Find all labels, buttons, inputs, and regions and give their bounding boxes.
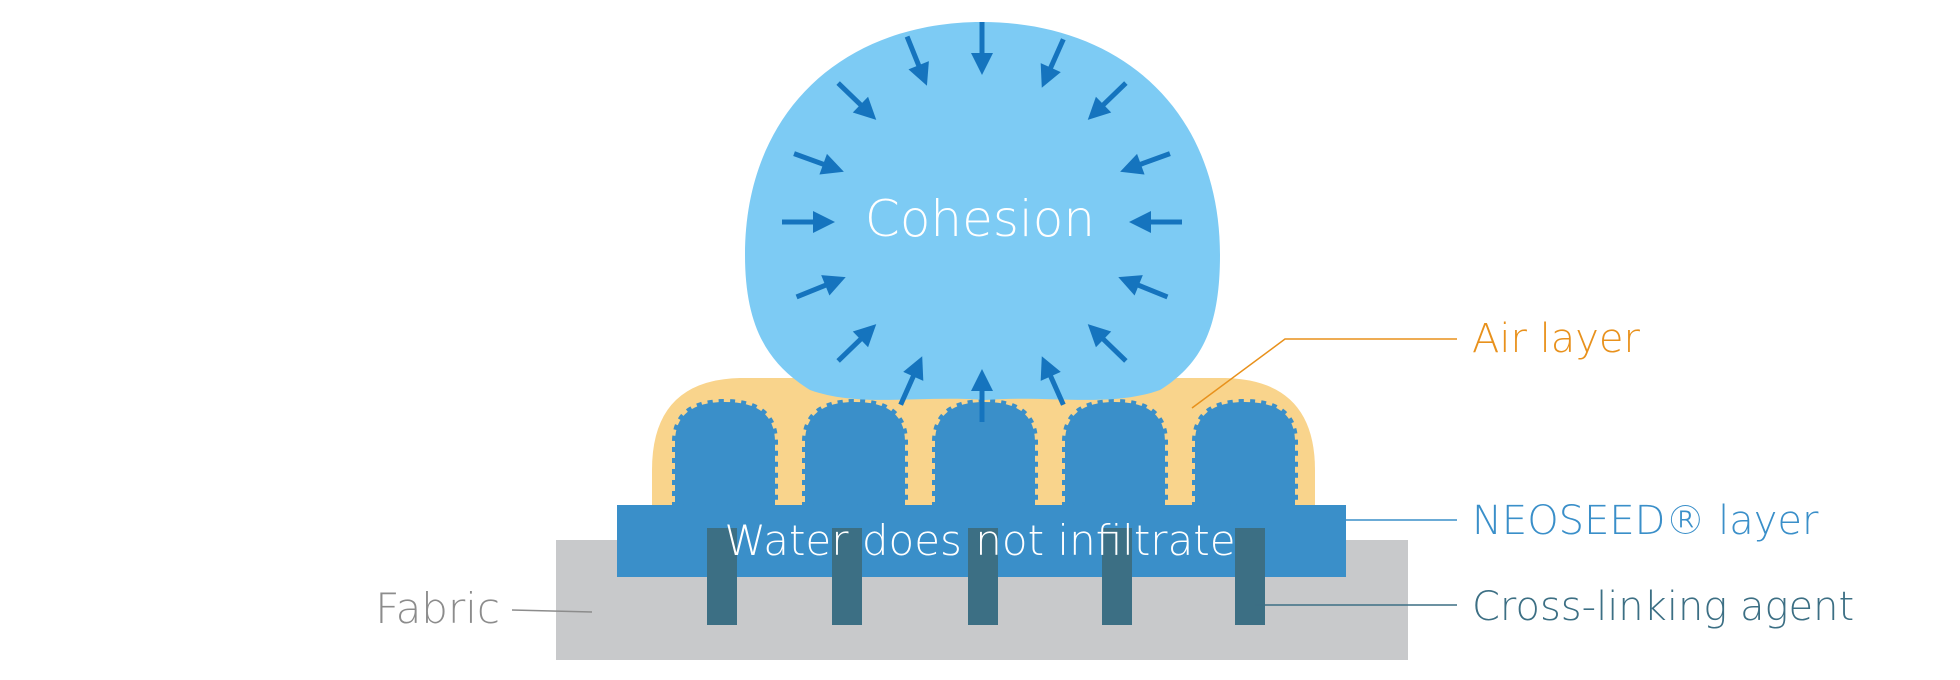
cross-linking-agent-posts — [707, 528, 1265, 625]
cohesion-arrow-head — [821, 275, 846, 296]
water-does-not-infiltrate-label: Water does not infiltrate — [724, 516, 1235, 565]
cohesion-arrow-shaft — [904, 35, 923, 70]
cohesion-arrow-head — [819, 153, 844, 175]
water-droplet — [745, 22, 1220, 400]
cross-linking-post — [832, 528, 862, 625]
cross-linking-post — [1102, 528, 1132, 625]
cohesion-arrow-shaft — [836, 334, 866, 363]
fabric-leader-line — [511, 609, 593, 613]
cohesion-arrow-head — [971, 53, 993, 75]
cross-linking-agent-label: Cross-linking agent — [1472, 584, 1854, 630]
air-layer-leader-line — [1191, 338, 1457, 409]
neoseed-fibers — [672, 398, 1298, 510]
cohesion-arrow-head — [1040, 356, 1061, 381]
cohesion-arrow-shaft — [1098, 334, 1128, 363]
cohesion-arrow-shaft — [1136, 151, 1171, 168]
cohesion-arrow-head — [813, 211, 835, 233]
cohesion-arrow-head — [1040, 63, 1061, 88]
cohesion-arrow-shaft — [795, 281, 830, 300]
cohesion-arrow-head — [1118, 275, 1143, 296]
cohesion-arrow-shaft — [1134, 281, 1169, 300]
cohesion-arrow-head — [1087, 96, 1112, 120]
fiber-bump — [1062, 398, 1168, 510]
cohesion-arrow-head — [1129, 211, 1151, 233]
cohesion-label: Cohesion — [865, 190, 1095, 248]
fiber-bump — [1192, 398, 1298, 510]
fiber-bump — [672, 398, 778, 510]
cohesion-arrow-shaft — [1098, 81, 1128, 110]
cohesion-arrow-head — [852, 324, 877, 348]
cohesion-arrow-shaft — [836, 81, 866, 110]
cohesion-arrow-head — [1120, 153, 1145, 175]
cohesion-arrow-head — [908, 61, 929, 86]
cohesion-arrow-shaft — [1046, 38, 1066, 73]
cohesion-arrows — [782, 22, 1182, 422]
cross-linking-post — [707, 528, 737, 625]
cohesion-arrow-head — [852, 96, 877, 120]
cohesion-arrow-shaft — [1046, 371, 1066, 406]
cohesion-arrow-shaft — [793, 151, 828, 168]
cohesion-arrow-head — [1087, 324, 1112, 348]
cross-linking-post — [968, 528, 998, 625]
neoseed-layer-label: NEOSEED® layer — [1472, 498, 1819, 544]
cohesion-arrow-head — [903, 356, 924, 381]
fiber-bump — [932, 398, 1038, 510]
fabric-label: Fabric — [375, 584, 500, 633]
cohesion-arrow-head — [971, 369, 993, 391]
cohesion-arrow-shaft — [898, 371, 918, 406]
fiber-bump — [802, 398, 908, 510]
air-layer-label: Air layer — [1472, 316, 1641, 362]
cross-linking-post — [1235, 528, 1265, 625]
